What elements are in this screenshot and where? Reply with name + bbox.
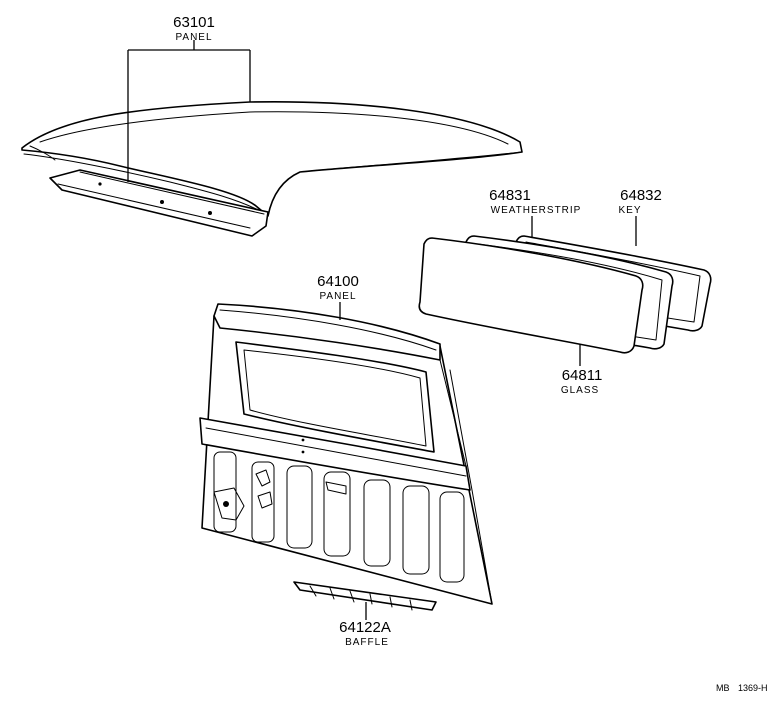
part-name: KEY: [618, 205, 641, 216]
part-number: 63101: [173, 14, 215, 31]
part-label-64831: 64831 WEATHERSTRIP: [489, 187, 582, 216]
rear-panel-drawing: [199, 303, 493, 605]
part-label-63101: 63101 PANEL: [173, 14, 215, 43]
part-name: WEATHERSTRIP: [491, 205, 582, 216]
leader-lines: [127, 40, 637, 620]
glass-assembly-drawing: [418, 235, 712, 354]
part-label-64100: 64100 PANEL: [317, 273, 359, 302]
part-number: 64122A: [339, 619, 391, 636]
part-number: 64100: [317, 273, 359, 290]
footer-code-right: 1369-H: [738, 683, 768, 693]
part-number: 64811: [562, 367, 603, 384]
part-label-64832: 64832 KEY: [618, 187, 661, 216]
baffle-drawing: [293, 581, 437, 611]
part-name: BAFFLE: [345, 637, 389, 648]
part-number: 64832: [620, 187, 662, 204]
part-name: PANEL: [175, 32, 212, 43]
roof-panel-drawing: [21, 100, 523, 237]
part-number: 64831: [489, 187, 531, 204]
part-name: GLASS: [561, 385, 599, 396]
part-label-64811: 64811 GLASS: [561, 367, 602, 396]
part-label-64122A: 64122A BAFFLE: [339, 619, 391, 648]
part-name: PANEL: [319, 291, 356, 302]
footer-code-left: MB: [716, 683, 730, 693]
